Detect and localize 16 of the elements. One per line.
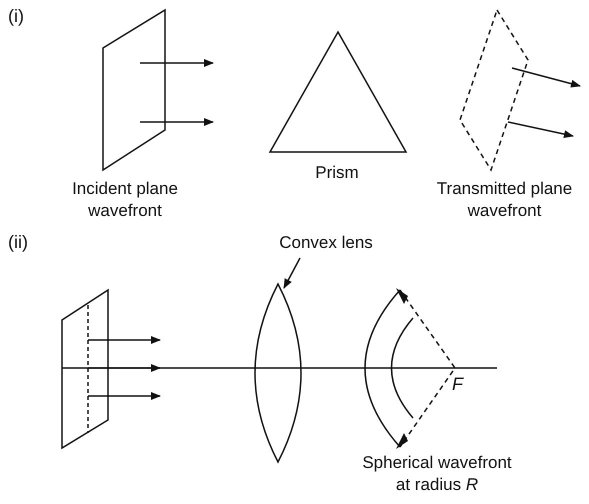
caption-label: Incident plane wavefront xyxy=(71,178,179,222)
caption-label: Prism xyxy=(314,162,360,184)
arrow xyxy=(88,364,161,372)
section-label: (ii) xyxy=(8,232,28,253)
arrow xyxy=(88,336,161,344)
section-label: (i) xyxy=(8,6,24,27)
arrow xyxy=(508,121,574,138)
callout-label: Convex lens xyxy=(262,232,390,258)
arrow xyxy=(88,392,161,400)
leader-line xyxy=(283,258,301,289)
caption-label: Transmitted plane wavefront xyxy=(436,178,574,222)
arrow xyxy=(140,118,214,126)
arrow xyxy=(140,59,214,67)
caption-label: Spherical wavefront at radius R xyxy=(361,452,513,496)
arrow xyxy=(512,67,581,88)
focal-point-label: F xyxy=(452,374,463,395)
